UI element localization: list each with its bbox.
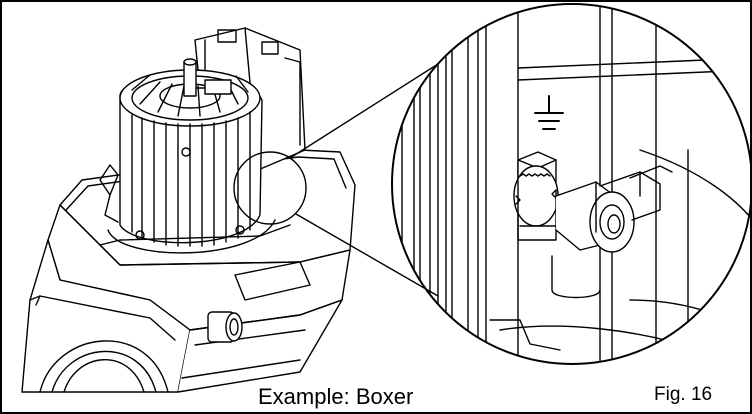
figure-caption: Example: Boxer <box>258 384 414 409</box>
operator-housing <box>21 149 356 393</box>
ground-symbol-icon <box>534 95 564 130</box>
figure-number: Fig. 16 <box>654 384 713 405</box>
leader-line-top <box>289 63 439 159</box>
motor-assembly <box>99 27 306 254</box>
detail-marker-circle <box>233 151 307 225</box>
leader-line-bottom <box>295 213 439 297</box>
zoom-detail-circle <box>391 3 752 365</box>
